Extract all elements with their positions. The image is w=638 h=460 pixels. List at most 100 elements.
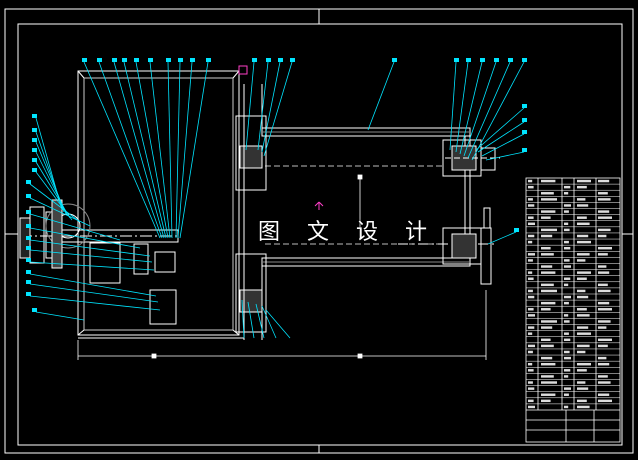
leader-tags-left bbox=[26, 114, 37, 312]
title-block-cell-mark bbox=[564, 356, 571, 360]
title-block-cell-mark bbox=[528, 271, 533, 274]
title-block-cell-mark bbox=[528, 222, 535, 226]
title-block-cell-mark bbox=[528, 314, 535, 317]
title-block-cell-mark bbox=[541, 283, 554, 287]
title-block-cell-mark bbox=[541, 338, 551, 342]
title-block-cell-mark bbox=[577, 405, 590, 409]
title-block-cell-mark bbox=[577, 216, 587, 219]
title-block-cell-mark bbox=[598, 362, 610, 366]
title-block-cell-mark bbox=[528, 405, 535, 409]
leader-lines-top bbox=[83, 61, 395, 239]
title-block-cell-mark bbox=[541, 308, 551, 311]
title-block-cell-mark bbox=[528, 332, 533, 335]
title-block-cell-mark bbox=[564, 259, 570, 262]
title-block-cell-mark bbox=[528, 399, 534, 403]
title-block-cell-mark bbox=[598, 179, 610, 183]
title-block-cell-mark bbox=[577, 314, 590, 317]
title-block-cell-mark bbox=[528, 362, 533, 366]
title-block-cell-mark bbox=[541, 253, 554, 256]
right-bearing-bottom bbox=[442, 207, 492, 285]
title-block-cell-mark bbox=[577, 399, 587, 403]
title-block-cell-mark bbox=[577, 295, 589, 299]
title-block-cell-mark bbox=[598, 283, 608, 287]
title-block-cell-mark bbox=[528, 295, 535, 299]
title-block-cell-mark bbox=[528, 185, 534, 189]
title-block-cell-mark bbox=[598, 228, 611, 232]
title-block-cell-mark bbox=[577, 332, 591, 335]
title-block-cell-mark bbox=[564, 387, 571, 390]
title-block-cell-mark bbox=[598, 265, 607, 268]
title-block-cell-mark bbox=[564, 222, 569, 226]
leader-tags-right bbox=[454, 58, 527, 232]
title-block-cell-mark bbox=[598, 399, 612, 403]
title-block-cell-mark bbox=[541, 381, 557, 384]
title-block-cell-mark bbox=[577, 240, 591, 244]
title-block-cell-mark bbox=[577, 362, 591, 366]
title-block-cell-mark bbox=[577, 198, 586, 201]
title-block-cell-mark bbox=[577, 289, 586, 293]
drum-housing bbox=[77, 65, 248, 339]
title-block-cell-mark bbox=[528, 308, 534, 311]
leader-lines-bottom bbox=[241, 299, 291, 339]
title-block-cell-mark bbox=[541, 320, 557, 323]
title-block-cell-mark bbox=[564, 210, 569, 213]
title-block-cell-mark bbox=[577, 179, 591, 183]
title-block-cell-mark bbox=[577, 308, 587, 311]
title-block-cell-mark bbox=[598, 192, 608, 195]
title-block-cell-mark bbox=[528, 234, 535, 238]
title-block-cell-mark bbox=[577, 277, 587, 280]
title-block-cell-mark bbox=[577, 222, 590, 226]
title-block-cell-mark bbox=[598, 356, 607, 360]
title-block-cell-mark bbox=[528, 350, 533, 354]
title-block-cell-mark bbox=[528, 204, 535, 207]
title-block-cell-mark bbox=[598, 271, 610, 274]
title-block-cell-mark bbox=[577, 350, 586, 354]
right-bearing-top bbox=[442, 139, 500, 177]
title-block-cell-mark bbox=[577, 326, 589, 329]
title-block-cell-mark bbox=[577, 259, 586, 262]
title-block-cell-mark bbox=[577, 381, 586, 384]
title-block-cell-mark bbox=[577, 185, 587, 189]
title-block-cell-mark bbox=[598, 210, 610, 213]
title-block-cell-mark bbox=[541, 192, 554, 195]
title-block-cell-mark bbox=[528, 240, 533, 244]
title-block-cell-mark bbox=[528, 253, 535, 256]
title-block-cell-mark bbox=[528, 179, 533, 183]
title-block-cell-mark bbox=[541, 289, 557, 293]
title-block-cell-mark bbox=[564, 301, 569, 305]
title-block-cell-mark bbox=[528, 289, 533, 293]
title-block-cell-mark bbox=[564, 246, 571, 250]
title-block-cell-mark bbox=[598, 198, 611, 201]
title-block-cell-mark bbox=[598, 216, 612, 219]
title-block-cell-mark bbox=[564, 185, 571, 189]
title-block-cell-mark bbox=[541, 344, 554, 348]
title-block-cell-mark bbox=[528, 326, 535, 329]
title-block-cell-mark bbox=[564, 332, 569, 335]
title-block-cell-mark bbox=[528, 369, 534, 372]
dimension-lines bbox=[77, 174, 487, 360]
title-block-cell-mark bbox=[541, 301, 556, 305]
title-block-cell-mark bbox=[564, 338, 571, 342]
title-block-cell-mark bbox=[528, 387, 535, 390]
title-block-cell-mark bbox=[564, 265, 571, 268]
title-block-cell-mark bbox=[541, 271, 556, 274]
title-block-cell-mark bbox=[528, 216, 534, 219]
leader-lines-right bbox=[449, 61, 525, 245]
title-block-text-marks bbox=[528, 179, 612, 409]
title-block-cell-mark bbox=[541, 198, 557, 201]
title-block-rows bbox=[526, 183, 620, 405]
title-block-cell-mark bbox=[598, 338, 612, 342]
title-block-cell-mark bbox=[598, 308, 612, 311]
title-block-cell-mark bbox=[564, 375, 569, 378]
title-block-cell-mark bbox=[541, 375, 554, 378]
title-block-cell-mark bbox=[528, 259, 533, 262]
title-block-cell-mark bbox=[541, 246, 551, 250]
title-block-cell-mark bbox=[541, 393, 556, 396]
title-block-cell-mark bbox=[577, 234, 589, 238]
title-block-cell-mark bbox=[541, 179, 556, 183]
title-block-cell-mark bbox=[598, 253, 608, 256]
leader-tags-top bbox=[82, 58, 397, 62]
origin-marker bbox=[314, 201, 324, 210]
title-block-cell-mark bbox=[598, 246, 612, 250]
title-block-cell-mark bbox=[541, 356, 553, 360]
